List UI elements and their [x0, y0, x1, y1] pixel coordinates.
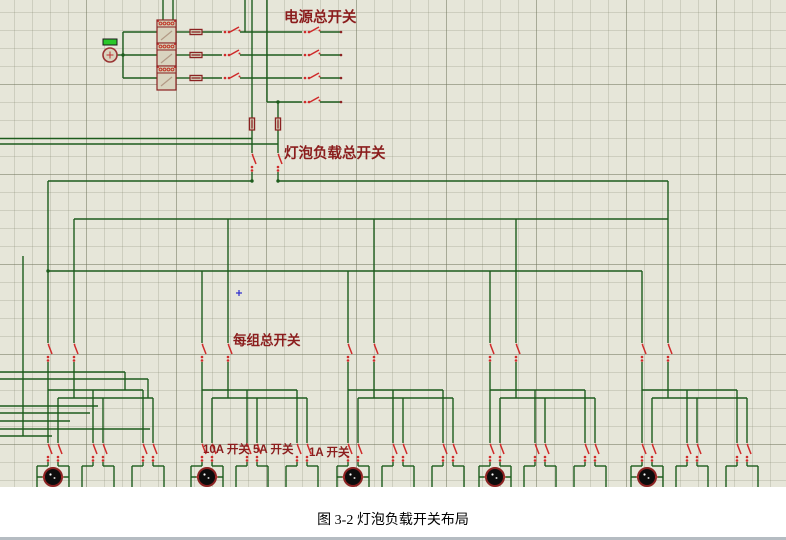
switches-layer: [46, 26, 752, 462]
load-switch-10a[interactable]: [488, 443, 495, 462]
transformer-icon: [156, 42, 177, 68]
load-switch-10a[interactable]: [356, 443, 363, 462]
label-lamp-load-main-switch: 灯泡负载总开关: [284, 144, 386, 162]
load-switch-1a[interactable]: [593, 443, 600, 462]
cursor-cross-icon: [236, 290, 242, 296]
fuse-icon: [248, 117, 256, 131]
lamp-load-main-switch[interactable]: [250, 153, 257, 172]
green-led-icon: [102, 38, 118, 46]
load-switch-1a[interactable]: [305, 443, 312, 462]
lamp-load-main-switch[interactable]: [276, 153, 283, 172]
load-switch-1a[interactable]: [735, 443, 742, 462]
fuse-icon: [189, 51, 203, 59]
power-main-switch[interactable]: [303, 26, 321, 34]
load-switch-5a[interactable]: [391, 443, 398, 462]
label-1a-switch: 1A 开关: [309, 445, 350, 459]
group-main-switch[interactable]: [226, 343, 233, 362]
load-switch-10a[interactable]: [498, 443, 505, 462]
load-switch-1a[interactable]: [441, 443, 448, 462]
load-switch-5a[interactable]: [543, 443, 550, 462]
bottom-divider: [0, 537, 786, 540]
caption-area: 图 3-2 灯泡负载开关布局: [0, 487, 786, 537]
group-main-switch[interactable]: [72, 343, 79, 362]
label-5a-switch: 5A 开关: [253, 442, 294, 456]
load-switch-10a[interactable]: [346, 443, 353, 462]
lamp-icon: [636, 467, 658, 487]
load-switch-5a[interactable]: [91, 443, 98, 462]
power-main-switch[interactable]: [223, 26, 241, 34]
load-switch-10a[interactable]: [650, 443, 657, 462]
load-switch-10a[interactable]: [210, 443, 217, 462]
load-switch-5a[interactable]: [255, 443, 262, 462]
lamp-icon: [484, 467, 506, 487]
lamp-icon: [342, 467, 364, 487]
load-switch-1a[interactable]: [151, 443, 158, 462]
power-main-switch[interactable]: [303, 49, 321, 57]
components-layer: [42, 19, 658, 487]
group-main-switch[interactable]: [372, 343, 379, 362]
load-switch-5a[interactable]: [101, 443, 108, 462]
group-main-switch[interactable]: [488, 343, 495, 362]
lamp-icon: [196, 467, 218, 487]
wire-network: [0, 0, 759, 487]
load-switch-5a[interactable]: [685, 443, 692, 462]
load-switch-10a[interactable]: [46, 443, 53, 462]
group-main-switch[interactable]: [200, 343, 207, 362]
power-main-switch[interactable]: [303, 72, 321, 80]
power-main-switch[interactable]: [303, 96, 321, 104]
power-source: [102, 38, 118, 63]
fuse-icon: [189, 74, 203, 82]
group-main-switch[interactable]: [666, 343, 673, 362]
load-switch-1a[interactable]: [451, 443, 458, 462]
group-main-switch[interactable]: [640, 343, 647, 362]
load-switch-10a[interactable]: [56, 443, 63, 462]
label-10a-switch: 10A 开关: [203, 442, 250, 456]
label-group-main-switch: 每组总开关: [233, 332, 301, 348]
lamp-icon: [42, 467, 64, 487]
schematic-svg: 电源总开关 灯泡负载总开关 每组总开关 10A 开关 5A 开关 1A 开关: [0, 0, 759, 487]
schematic-canvas[interactable]: 电源总开关 灯泡负载总开关 每组总开关 10A 开关 5A 开关 1A 开关: [0, 0, 786, 487]
group-main-switch[interactable]: [514, 343, 521, 362]
transformer-icon: [156, 19, 177, 45]
load-switch-5a[interactable]: [401, 443, 408, 462]
load-switch-5a[interactable]: [533, 443, 540, 462]
load-switch-5a[interactable]: [695, 443, 702, 462]
group-main-switch[interactable]: [46, 343, 53, 362]
figure-caption: 图 3-2 灯泡负载开关布局: [317, 513, 469, 528]
load-switch-1a[interactable]: [141, 443, 148, 462]
fuse-icon: [274, 117, 282, 131]
load-switch-1a[interactable]: [745, 443, 752, 462]
power-main-switch[interactable]: [223, 72, 241, 80]
load-switch-10a[interactable]: [640, 443, 647, 462]
load-switch-5a[interactable]: [245, 443, 252, 462]
load-switch-1a[interactable]: [295, 443, 302, 462]
load-switch-1a[interactable]: [583, 443, 590, 462]
power-main-switch[interactable]: [223, 49, 241, 57]
label-power-main-switch: 电源总开关: [284, 8, 357, 26]
fuse-icon: [189, 28, 203, 36]
transformer-icon: [156, 65, 177, 91]
load-switch-10a[interactable]: [200, 443, 207, 462]
group-main-switch[interactable]: [346, 343, 353, 362]
